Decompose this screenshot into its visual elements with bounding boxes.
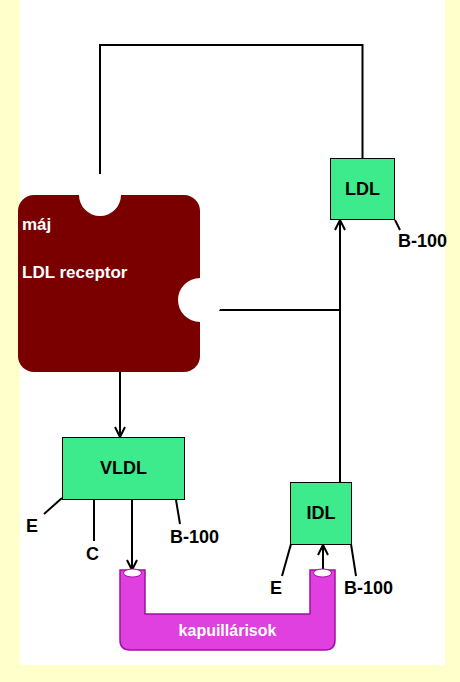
flow-arrow [322, 545, 324, 570]
leader-line [282, 544, 291, 576]
liver-shape: májLDL receptor [18, 195, 200, 372]
leader-line [93, 500, 95, 541]
lipoprotein-box: LDL [330, 158, 395, 220]
lipoprotein-name: VLDL [100, 458, 147, 479]
apolipoprotein-label: E [270, 578, 282, 599]
apolipoprotein-label: B-100 [170, 527, 219, 548]
apolipoprotein-label: E [26, 516, 38, 537]
flow-arrow [100, 45, 363, 207]
leader-line [351, 544, 356, 576]
leader-line [44, 498, 62, 514]
leader-line [395, 220, 400, 230]
flow-arrow [131, 500, 133, 570]
leader-line [176, 500, 180, 524]
receptor-label: LDL receptor [22, 263, 132, 283]
capillary-shape: kapuillárisok [120, 570, 335, 650]
flow-arrow [119, 372, 121, 437]
apolipoprotein-label: B-100 [398, 231, 447, 252]
organ-name: máj [22, 215, 51, 235]
lipoprotein-name: IDL [307, 503, 336, 524]
lipoprotein-box: VLDL [62, 437, 185, 500]
apolipoprotein-label: C [86, 544, 99, 565]
capillary-label: kapuillárisok [120, 622, 335, 640]
apolipoprotein-label: B-100 [344, 578, 393, 599]
lipoprotein-box: IDL [290, 482, 352, 545]
flow-arrow [192, 310, 340, 482]
lipoprotein-name: LDL [345, 179, 380, 200]
